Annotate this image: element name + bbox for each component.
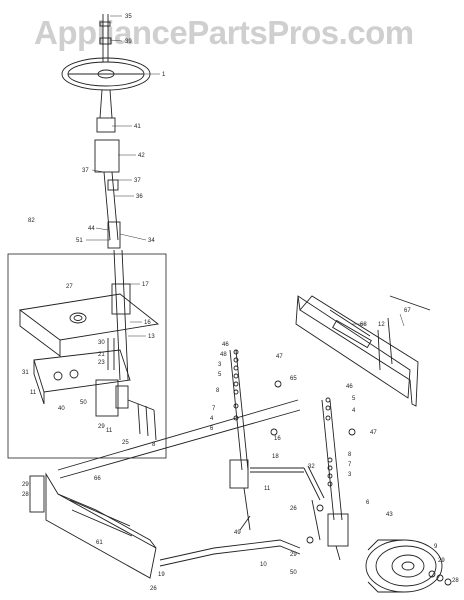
callout-36: 36 [136,194,143,200]
callout-29b: 29 [290,552,297,558]
callout-50b: 50 [290,570,297,576]
callout-49: 49 [234,530,241,536]
callout-8a: 8 [152,442,156,448]
hardware-washers-right [306,397,356,544]
callout-4b: 4 [352,408,356,414]
callout-16b: 16 [274,436,281,442]
callout-6a: 6 [210,426,214,432]
callout-3b: 3 [348,472,352,478]
callout-28b: 28 [22,492,29,498]
watermark-text: AppliancePartsPros.com [34,14,414,51]
callout-9: 9 [434,544,438,550]
callout-35: 35 [125,14,132,20]
callout-19: 19 [158,572,165,578]
callout-5a: 5 [218,372,222,378]
callout-10: 10 [260,562,267,568]
leader-lines [86,15,405,337]
callout-8b: 8 [216,388,220,394]
callout-61: 61 [96,540,103,546]
callout-44: 44 [88,226,95,232]
part-callouts: 35 39 1 41 42 37 37 36 44 51 34 82 27 17… [22,14,459,592]
callout-47b: 47 [370,430,377,436]
callout-7b: 7 [348,462,352,468]
front-wheel [365,539,452,593]
steering-shaft [99,14,112,62]
callout-4a: 4 [210,416,214,422]
callout-66: 66 [94,476,101,482]
steering-wheel [61,57,151,91]
callout-65: 65 [290,376,297,382]
callout-11a: 11 [30,390,37,396]
callout-21: 21 [98,352,105,358]
callout-13: 13 [148,334,155,340]
callout-67: 67 [404,308,411,314]
left-pitman-arm [229,349,251,531]
callout-32: 32 [308,464,315,470]
callout-18: 18 [272,454,279,460]
callout-26: 26 [290,506,297,512]
callout-7a: 7 [212,406,216,412]
chassis-frame [29,399,301,579]
callout-43: 43 [386,512,393,518]
callout-46a: 46 [222,342,229,348]
callout-37b: 37 [134,178,141,184]
callout-27: 27 [66,284,73,290]
hardware-washers-left [233,349,282,436]
callout-6b: 6 [366,500,370,506]
steering-column-tube [94,89,121,249]
callout-50a: 50 [80,400,87,406]
callout-29c: 29 [438,558,445,564]
callout-28: 28 [452,578,459,584]
callout-16: 16 [144,320,151,326]
callout-39: 39 [125,39,132,45]
callout-51: 51 [76,238,83,244]
steering-gear-detail-box [7,249,167,459]
callout-40: 40 [58,406,65,412]
callout-30: 30 [98,340,105,346]
callout-48: 48 [220,352,227,358]
callout-82: 82 [28,218,35,224]
callout-42: 42 [138,153,145,159]
callout-23: 23 [98,360,105,366]
callout-41: 41 [134,124,141,130]
callout-47a: 47 [276,354,283,360]
callout-5b: 5 [352,396,356,402]
callout-29a: 29 [98,424,105,430]
callout-11b: 11 [264,486,271,492]
mounting-bracket [295,295,431,407]
callout-29d: 29 [22,482,29,488]
callout-17: 17 [142,282,149,288]
callout-34: 34 [148,238,155,244]
callout-37a: 37 [82,168,89,174]
callout-68: 68 [360,322,367,328]
callout-26b: 26 [150,586,157,592]
callout-46b: 46 [346,384,353,390]
callout-3a: 3 [218,362,222,368]
callout-1: 1 [162,72,166,78]
right-spindle-arm [321,399,349,561]
callout-11c: 11 [106,428,113,434]
callout-8c: 8 [348,452,352,458]
callout-25: 25 [122,440,129,446]
callout-31: 31 [22,370,29,376]
callout-12: 12 [378,322,385,328]
drag-link-rod [159,465,325,567]
